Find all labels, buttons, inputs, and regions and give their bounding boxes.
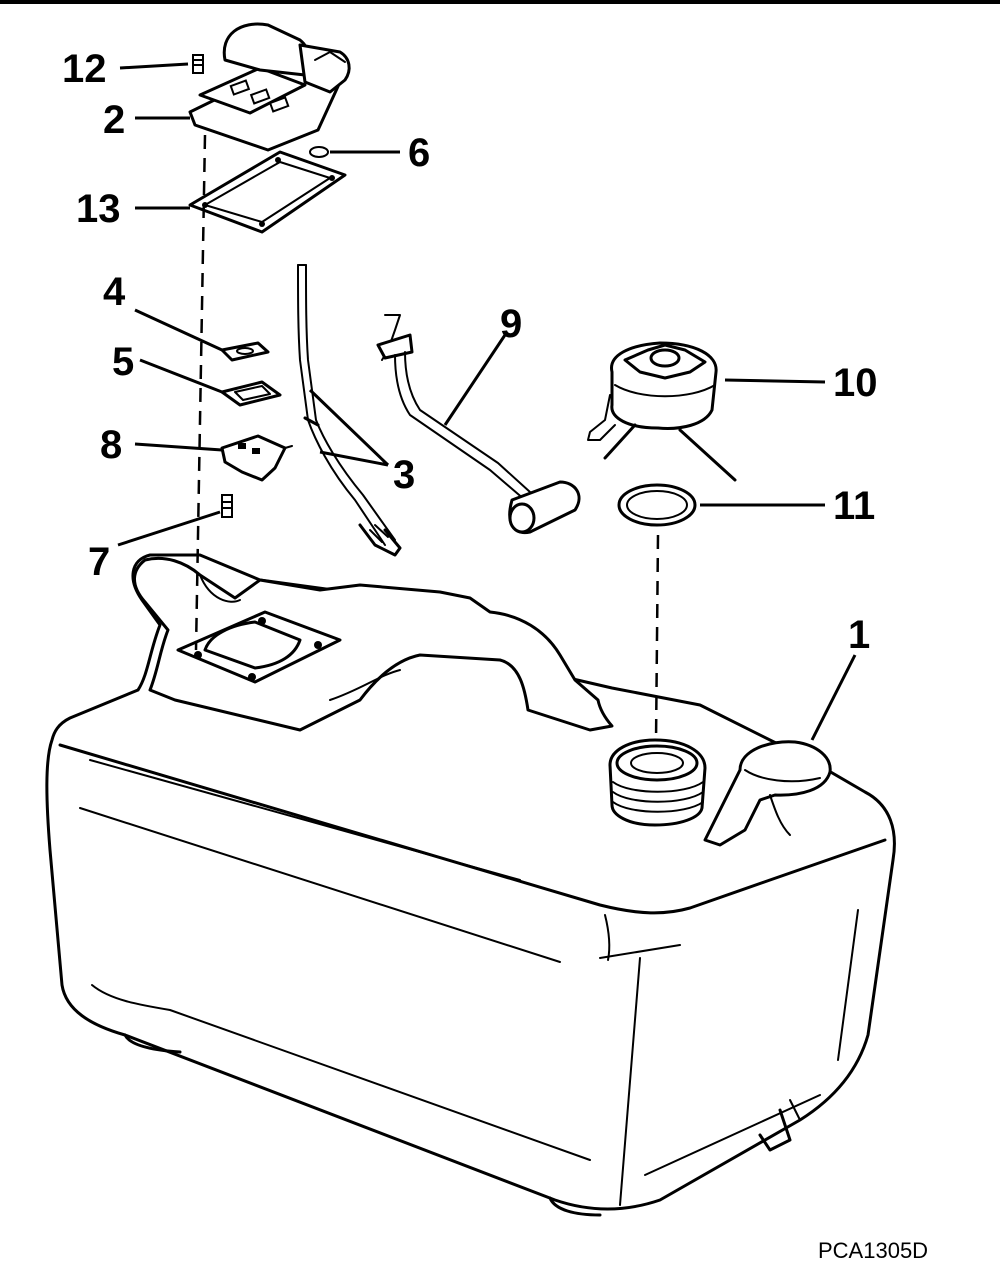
cap-gasket-11: [617, 483, 697, 527]
callout-4: 4: [103, 270, 126, 314]
callout-10: 10: [833, 361, 878, 405]
callout-8: 8: [100, 423, 122, 467]
callout-6: 6: [408, 131, 430, 175]
callout-7: 7: [88, 540, 110, 584]
callout-5: 5: [112, 340, 134, 384]
o-ring-6: [309, 146, 329, 158]
callout-2: 2: [103, 98, 125, 142]
drawing-code: PCA1305D: [818, 1238, 928, 1263]
float-arm-9: [376, 314, 581, 535]
fuel-tank: [45, 553, 896, 1217]
gasket-13: [188, 150, 347, 234]
callout-9: 9: [500, 302, 522, 346]
screw-7: [221, 494, 233, 518]
gasket-4: [220, 341, 270, 362]
screw-12: [192, 54, 204, 74]
fitting-8: [220, 434, 293, 482]
assembly-axis-right: [654, 534, 660, 743]
callout-13: 13: [76, 187, 121, 231]
callouts: 12 2 6 13 4 5 8 7 3 9 10 11 1: [62, 47, 878, 657]
pickup-tube-3: [297, 264, 402, 557]
callout-1: 1: [848, 613, 870, 657]
leader-lines: [117, 62, 857, 741]
seal-5: [220, 380, 282, 407]
connector-housing: [188, 22, 351, 152]
callout-11: 11: [833, 484, 875, 528]
callout-3: 3: [393, 453, 415, 497]
callout-12: 12: [62, 47, 107, 91]
assembly-axis-left: [194, 134, 207, 651]
filler-cap-10: [587, 341, 737, 482]
